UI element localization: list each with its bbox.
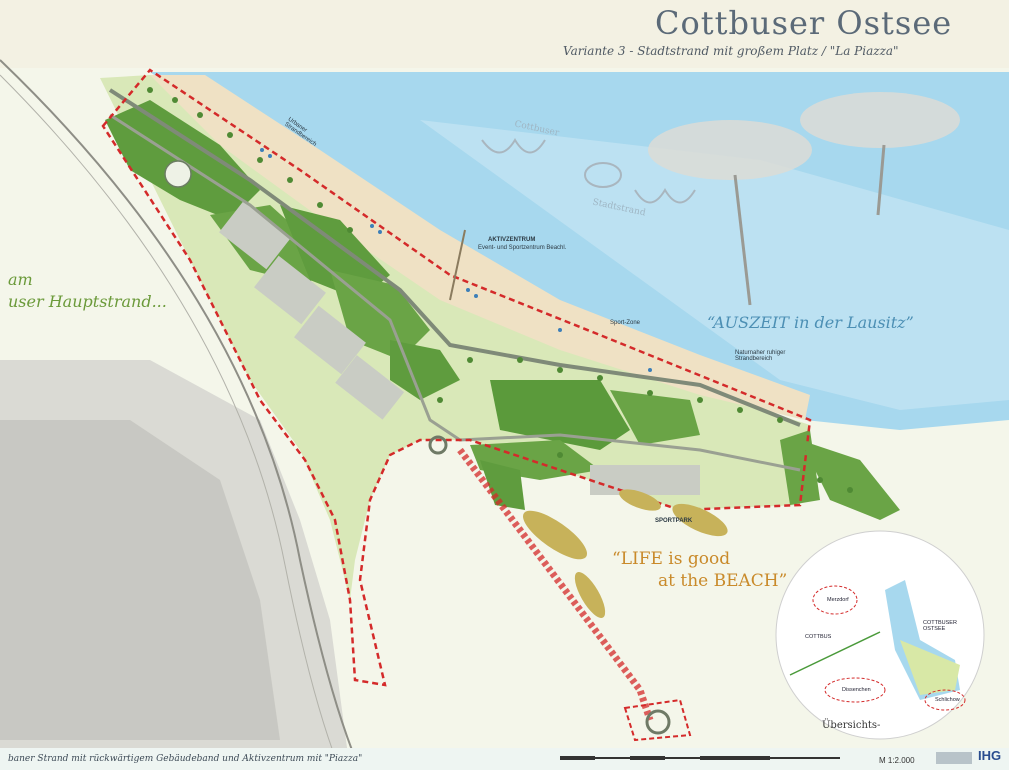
roundabout (428, 435, 448, 455)
page-subtitle: Variante 3 - Stadtstrand mit großem Plat… (563, 44, 899, 58)
slogan-life-line2: at the BEACH” (658, 571, 788, 591)
parking-lot (590, 465, 700, 495)
park-parcel (490, 380, 630, 450)
trees (147, 87, 853, 493)
railway-line-inner (0, 74, 341, 770)
parking-lot (254, 255, 326, 325)
dune-planting (672, 503, 728, 537)
overview-title: Übersichts- (822, 720, 881, 731)
overview-label-schlichow: Schlichow (935, 697, 960, 703)
overview-dissenchen-area (824, 677, 886, 703)
parking-lot (219, 200, 291, 270)
beach-photo-shadow (0, 420, 280, 740)
label-sportpark: SPORTPARK (655, 518, 693, 524)
roundabout (645, 709, 671, 735)
overview-merzdorf-area (812, 585, 858, 615)
overview-label-dissenchen: Dissenchen (842, 687, 871, 693)
wow-doodle (481, 138, 696, 204)
header-band (0, 0, 1009, 68)
parking-lot (335, 355, 405, 420)
umbrella-sketch-1 (648, 120, 812, 180)
overview-road (789, 631, 881, 676)
slogan-left-line1: am (8, 270, 33, 289)
park-parcel (480, 460, 525, 510)
overview-label-cottbus: COTTBUS (805, 634, 832, 640)
footer-caption: baner Strand mit rückwärtigem Gebäudeban… (8, 754, 363, 764)
company-logo: IHG (978, 748, 1002, 763)
south-road-boundary (457, 447, 654, 722)
scale-bar-segment (560, 756, 595, 760)
scale-label: M 1:2.000 (879, 756, 915, 765)
label-aktivzentrum-sub: Event- und Sportzentrum Beachl. (478, 245, 567, 251)
pier (449, 229, 466, 301)
parking-lot (294, 305, 366, 375)
helipad (164, 160, 192, 188)
railway-line (0, 59, 361, 770)
beach-umbrellas (260, 148, 652, 372)
footer-band (0, 748, 1009, 770)
overview-label-merzdorf: Merzdorf (827, 597, 849, 603)
access-road (109, 113, 801, 472)
slogan-auszeit: “AUSZEIT in der Lausitz” (707, 313, 914, 332)
umbrella-pole-2 (876, 144, 886, 216)
slogan-life-line1: “LIFE is good (612, 549, 731, 569)
label-aktivzentrum: AKTIVZENTRUM (488, 237, 536, 243)
dune-planting (574, 572, 606, 618)
park-parcel (280, 205, 390, 300)
park-parcel (610, 390, 700, 445)
umbrella-sketch-2 (800, 92, 960, 148)
scale-bar-segment (700, 756, 770, 760)
lake-light (420, 120, 1009, 410)
page-title: Cottbuser Ostsee (655, 4, 953, 42)
logo-mark (936, 752, 972, 764)
scale-bar-segment (630, 756, 665, 760)
slogan-left-line2: user Hauptstrand... (8, 292, 167, 311)
overview-site (900, 640, 960, 695)
dune-planting (522, 510, 588, 560)
park-parcel (390, 340, 460, 400)
roundabout-boundary (623, 698, 692, 742)
overview-schlichow-area (924, 689, 966, 711)
label-naturnaher-strand: Naturnaher ruhiger Strandbereich (735, 350, 786, 362)
overview-label-ostsee: COTTBUSER OSTSEE (923, 620, 957, 632)
beach-sand (150, 75, 810, 420)
forest-east (800, 440, 900, 520)
promenade-path (108, 88, 801, 427)
umbrella-pole-1 (733, 174, 752, 306)
label-sport-zone: Sport-Zone (610, 320, 641, 326)
dune-planting (619, 489, 661, 511)
